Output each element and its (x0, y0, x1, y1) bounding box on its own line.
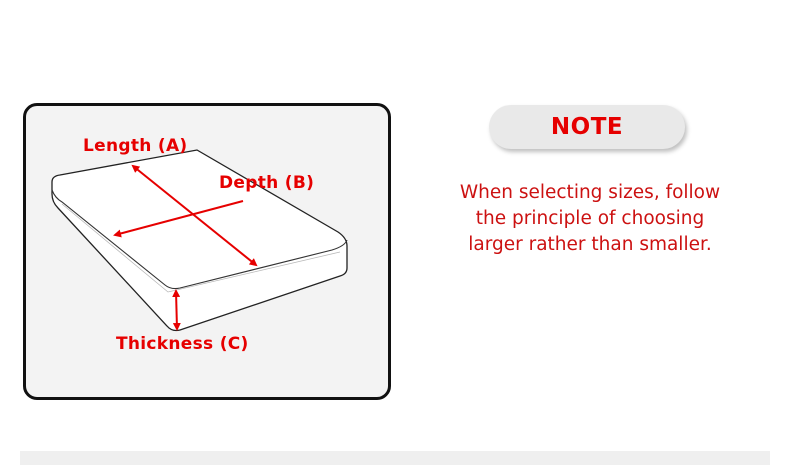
note-line: larger rather than smaller. (468, 234, 712, 255)
note-badge: NOTE (489, 105, 685, 149)
note-text: When selecting sizes, follow the princip… (440, 180, 740, 258)
cushion-top-edge (51, 189, 348, 290)
note-line: the principle of choosing (475, 208, 705, 229)
thickness-label: Thickness (C) (116, 334, 249, 354)
note-title: NOTE (550, 114, 624, 140)
length-label: Length (A) (83, 136, 188, 156)
length-arrow (131, 164, 258, 267)
depth-label: Depth (B) (219, 173, 315, 193)
note-line: When selecting sizes, follow (459, 182, 721, 203)
thickness-arrow (172, 289, 181, 331)
bottom-strip (20, 451, 770, 465)
depth-arrow (113, 200, 244, 238)
cushion-seam (61, 203, 341, 293)
